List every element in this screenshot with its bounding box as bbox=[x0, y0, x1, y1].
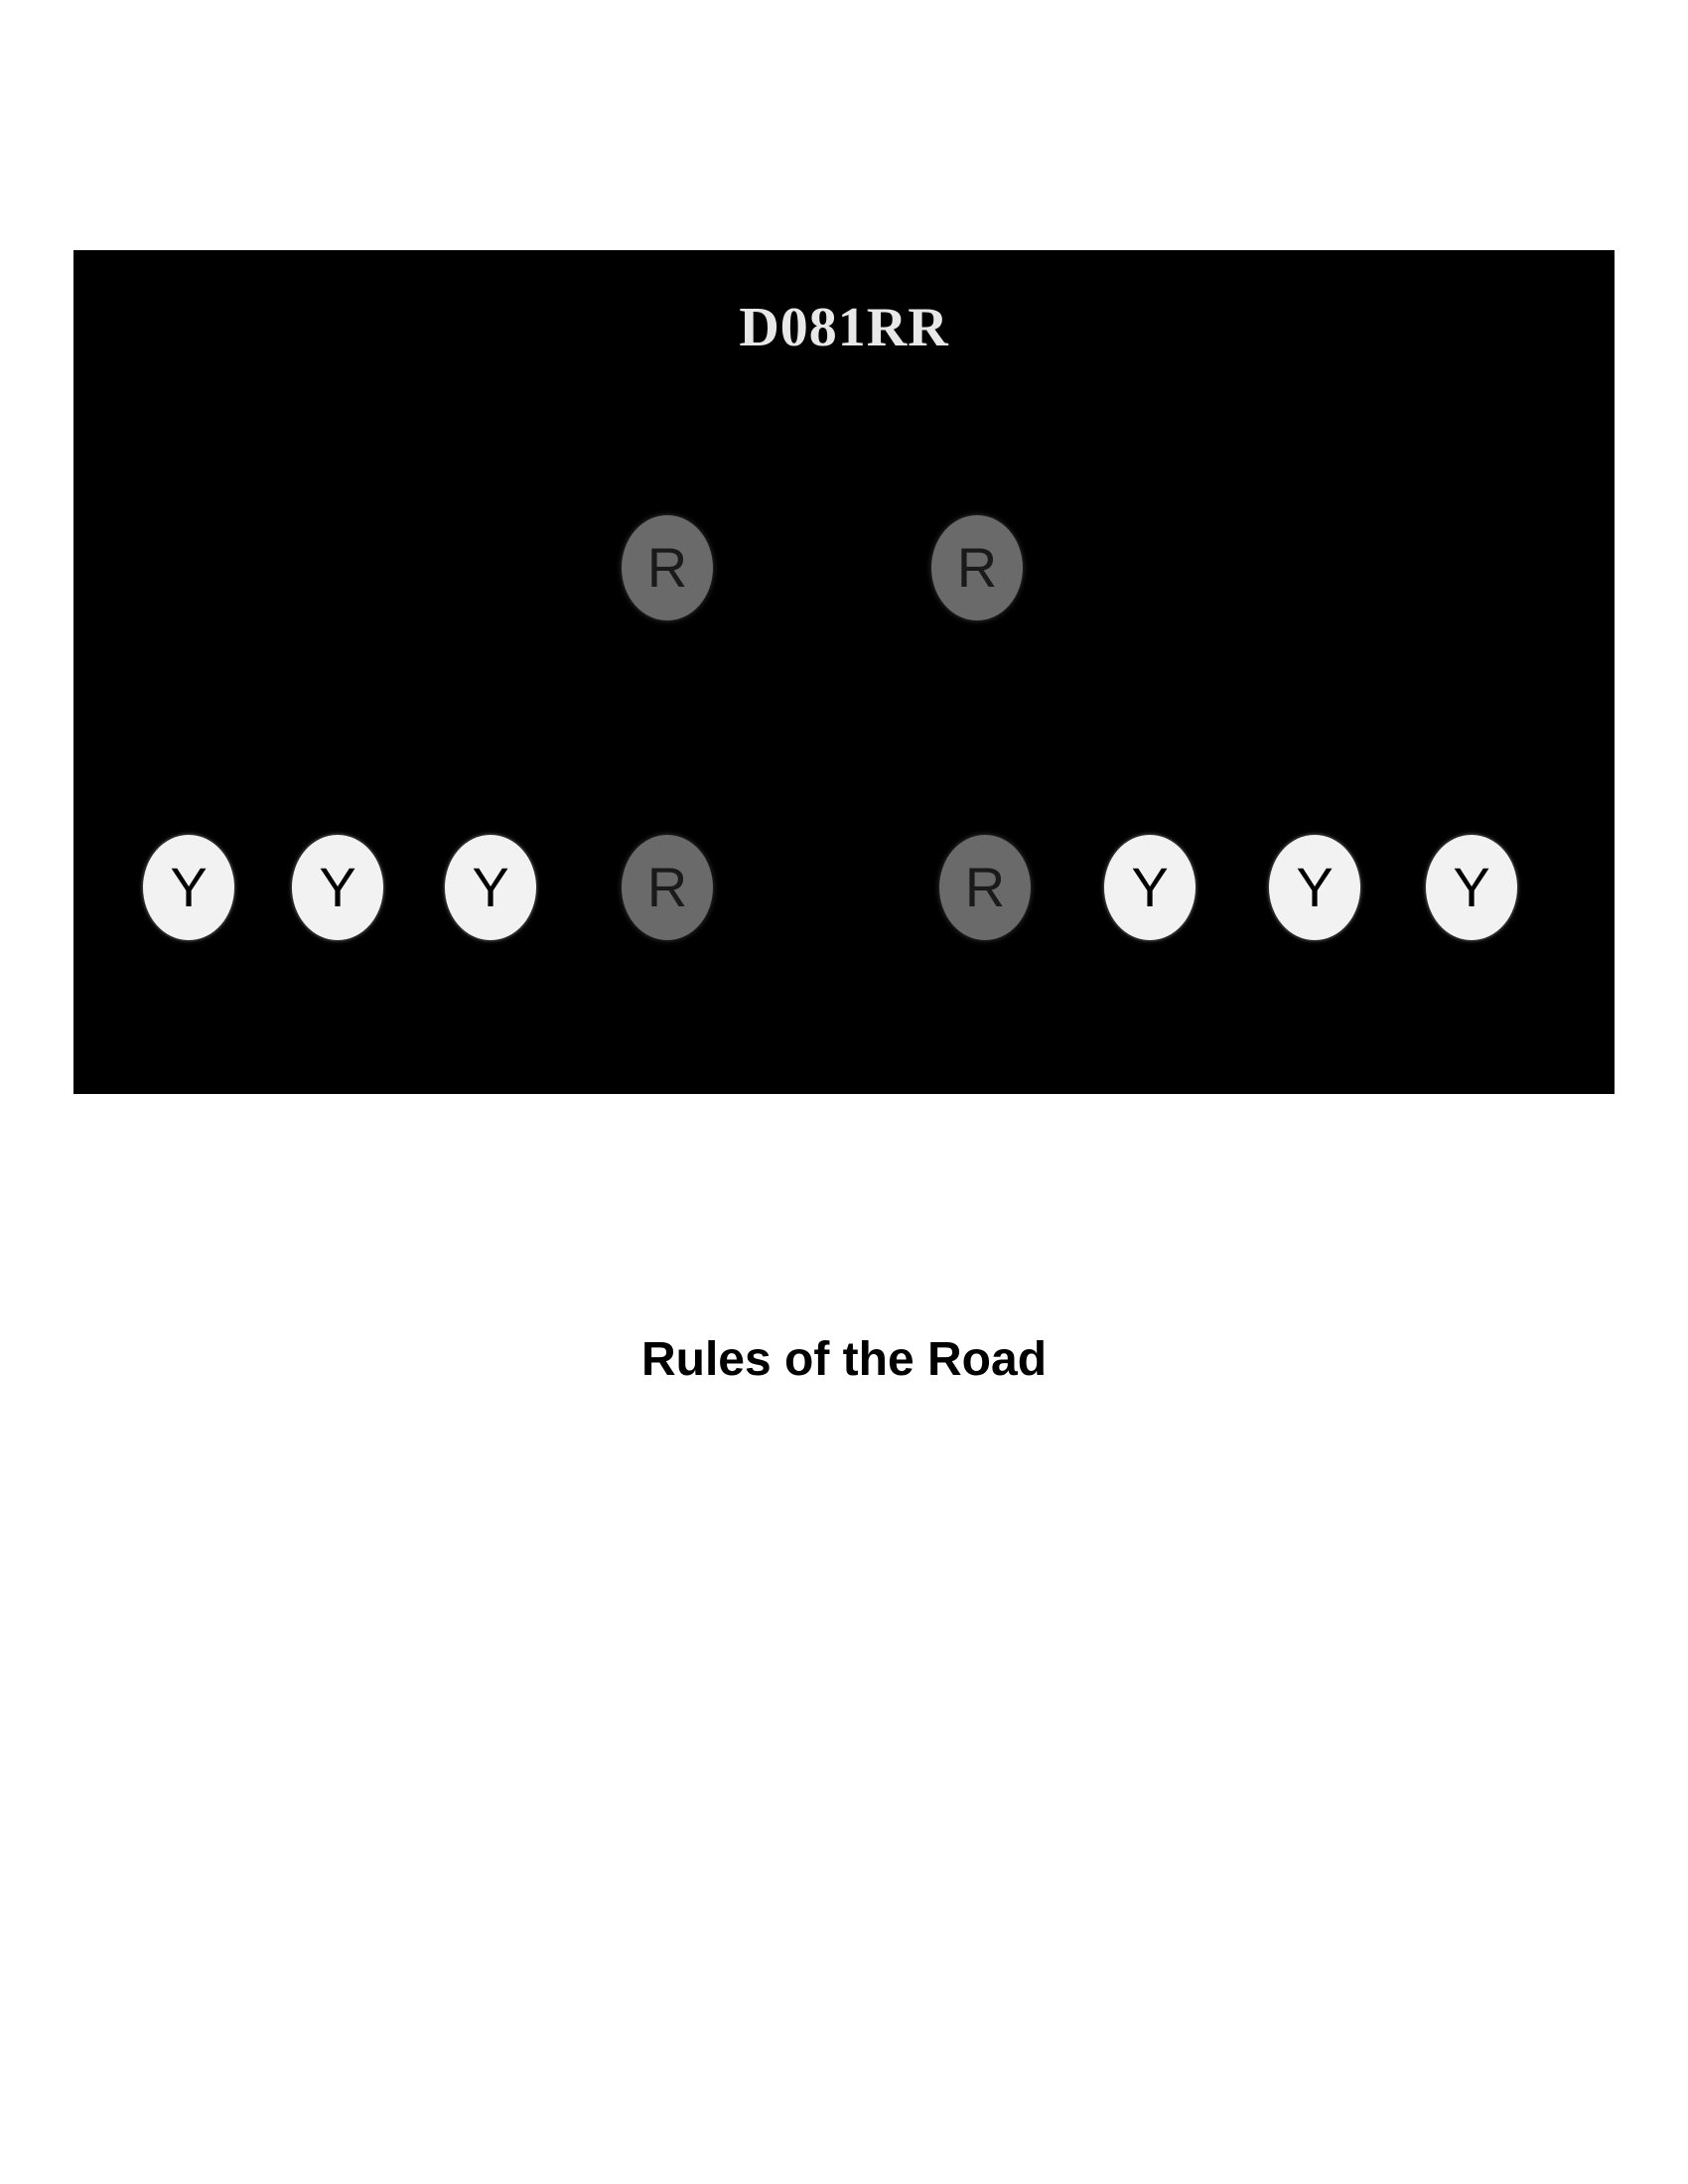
light-letter: R bbox=[956, 536, 998, 599]
panel-code-label: D081RR bbox=[739, 297, 949, 358]
light-letter: Y bbox=[1453, 856, 1490, 918]
light-letter: Y bbox=[319, 856, 356, 918]
lower-light-5: R bbox=[939, 835, 1031, 940]
lower-light-6: Y bbox=[1104, 835, 1196, 940]
signal-light-panel: D081RR R R Y Y Y R R Y Y Y bbox=[73, 250, 1615, 1094]
lower-light-1: Y bbox=[143, 835, 234, 940]
light-letter: R bbox=[964, 856, 1006, 918]
light-letter: Y bbox=[472, 856, 509, 918]
light-letter: Y bbox=[170, 856, 208, 918]
light-letter: Y bbox=[1296, 856, 1334, 918]
lower-light-3: Y bbox=[445, 835, 536, 940]
lower-light-7: Y bbox=[1269, 835, 1360, 940]
lower-light-4: R bbox=[622, 835, 713, 940]
light-letter: R bbox=[646, 536, 688, 599]
page-caption: Rules of the Road bbox=[640, 1333, 1048, 1386]
light-letter: R bbox=[646, 856, 688, 918]
lower-light-2: Y bbox=[292, 835, 383, 940]
lower-light-8: Y bbox=[1426, 835, 1517, 940]
upper-light-1: R bbox=[622, 515, 713, 620]
upper-light-2: R bbox=[931, 515, 1023, 620]
light-letter: Y bbox=[1131, 856, 1169, 918]
